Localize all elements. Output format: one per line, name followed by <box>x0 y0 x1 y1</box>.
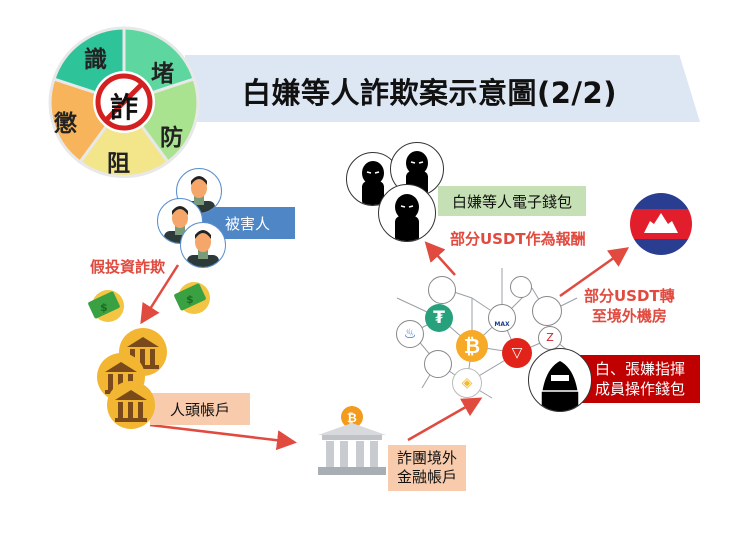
reward-note: 部分USDT作為報酬 <box>450 230 586 248</box>
logo-center-glyph: 詐 <box>110 91 139 124</box>
tron-icon: ▽ <box>502 338 532 368</box>
logo-segment-堵: 堵 <box>151 61 174 87</box>
cash-icon: $ <box>86 288 126 324</box>
suspect-avatar <box>390 142 444 196</box>
phone-icon <box>510 276 532 298</box>
bank-coin-icon <box>106 380 156 430</box>
transfer-note-line-1: 部分USDT轉 <box>584 287 675 305</box>
cash-icon: $ <box>172 280 212 316</box>
card-icon <box>428 276 456 304</box>
binance-icon: ◈ <box>452 368 482 398</box>
page-title: 白嫌等人詐欺案示意圖(2/2) <box>242 76 617 110</box>
logo-segment-阻: 阻 <box>107 151 130 177</box>
anti-fraud-logo: 詐 識 堵 防 阻 懲 <box>48 26 200 178</box>
operator-label: 白、張嫌指揮 成員操作錢包 <box>580 355 700 403</box>
huobi-icon: ♨ <box>396 320 424 348</box>
hacker-avatar <box>528 348 592 412</box>
bitcoin-icon: ₿ <box>456 330 488 362</box>
victim-avatar <box>180 222 226 268</box>
svg-text:₿: ₿ <box>347 411 357 425</box>
transfer-note: 部分USDT轉 至境外機房 <box>584 286 675 326</box>
suspect-avatar <box>378 184 436 242</box>
tether-icon: ₮ <box>425 304 453 332</box>
cambodia-flag-icon <box>630 193 692 255</box>
operator-line-2: 成員操作錢包 <box>594 380 685 398</box>
logo-segment-識: 識 <box>84 47 107 73</box>
cash-icon <box>532 296 562 326</box>
fraud-type-label: 假投資詐欺 <box>90 258 166 276</box>
overseas-account-line-2: 金融帳戶 <box>396 468 457 486</box>
logo-segment-懲: 懲 <box>54 111 77 137</box>
svg-text:$: $ <box>100 301 108 314</box>
max-exchange-icon: MAX <box>488 304 516 332</box>
logo-segment-防: 防 <box>160 125 183 151</box>
title-band <box>185 55 700 122</box>
crypto-network: ₮ MAX ♨ ₿ ▽ Z ◈ <box>392 258 582 418</box>
victim-avatar <box>157 198 203 244</box>
transfer-note-line-2: 至境外機房 <box>591 307 667 325</box>
mule-accounts-label: 人頭帳戶 <box>150 393 250 425</box>
overseas-account-line-1: 詐團境外 <box>396 449 457 467</box>
computer-icon <box>424 350 452 378</box>
operator-line-1: 白、張嫌指揮 <box>594 360 685 378</box>
overseas-account-label: 詐團境外 金融帳戶 <box>388 445 466 491</box>
exchange-icon: Z <box>538 326 562 350</box>
svg-text:$: $ <box>186 293 194 306</box>
suspect-wallet-label: 白嫌等人電子錢包 <box>438 186 586 216</box>
bank-building-icon: ₿ <box>312 403 392 483</box>
